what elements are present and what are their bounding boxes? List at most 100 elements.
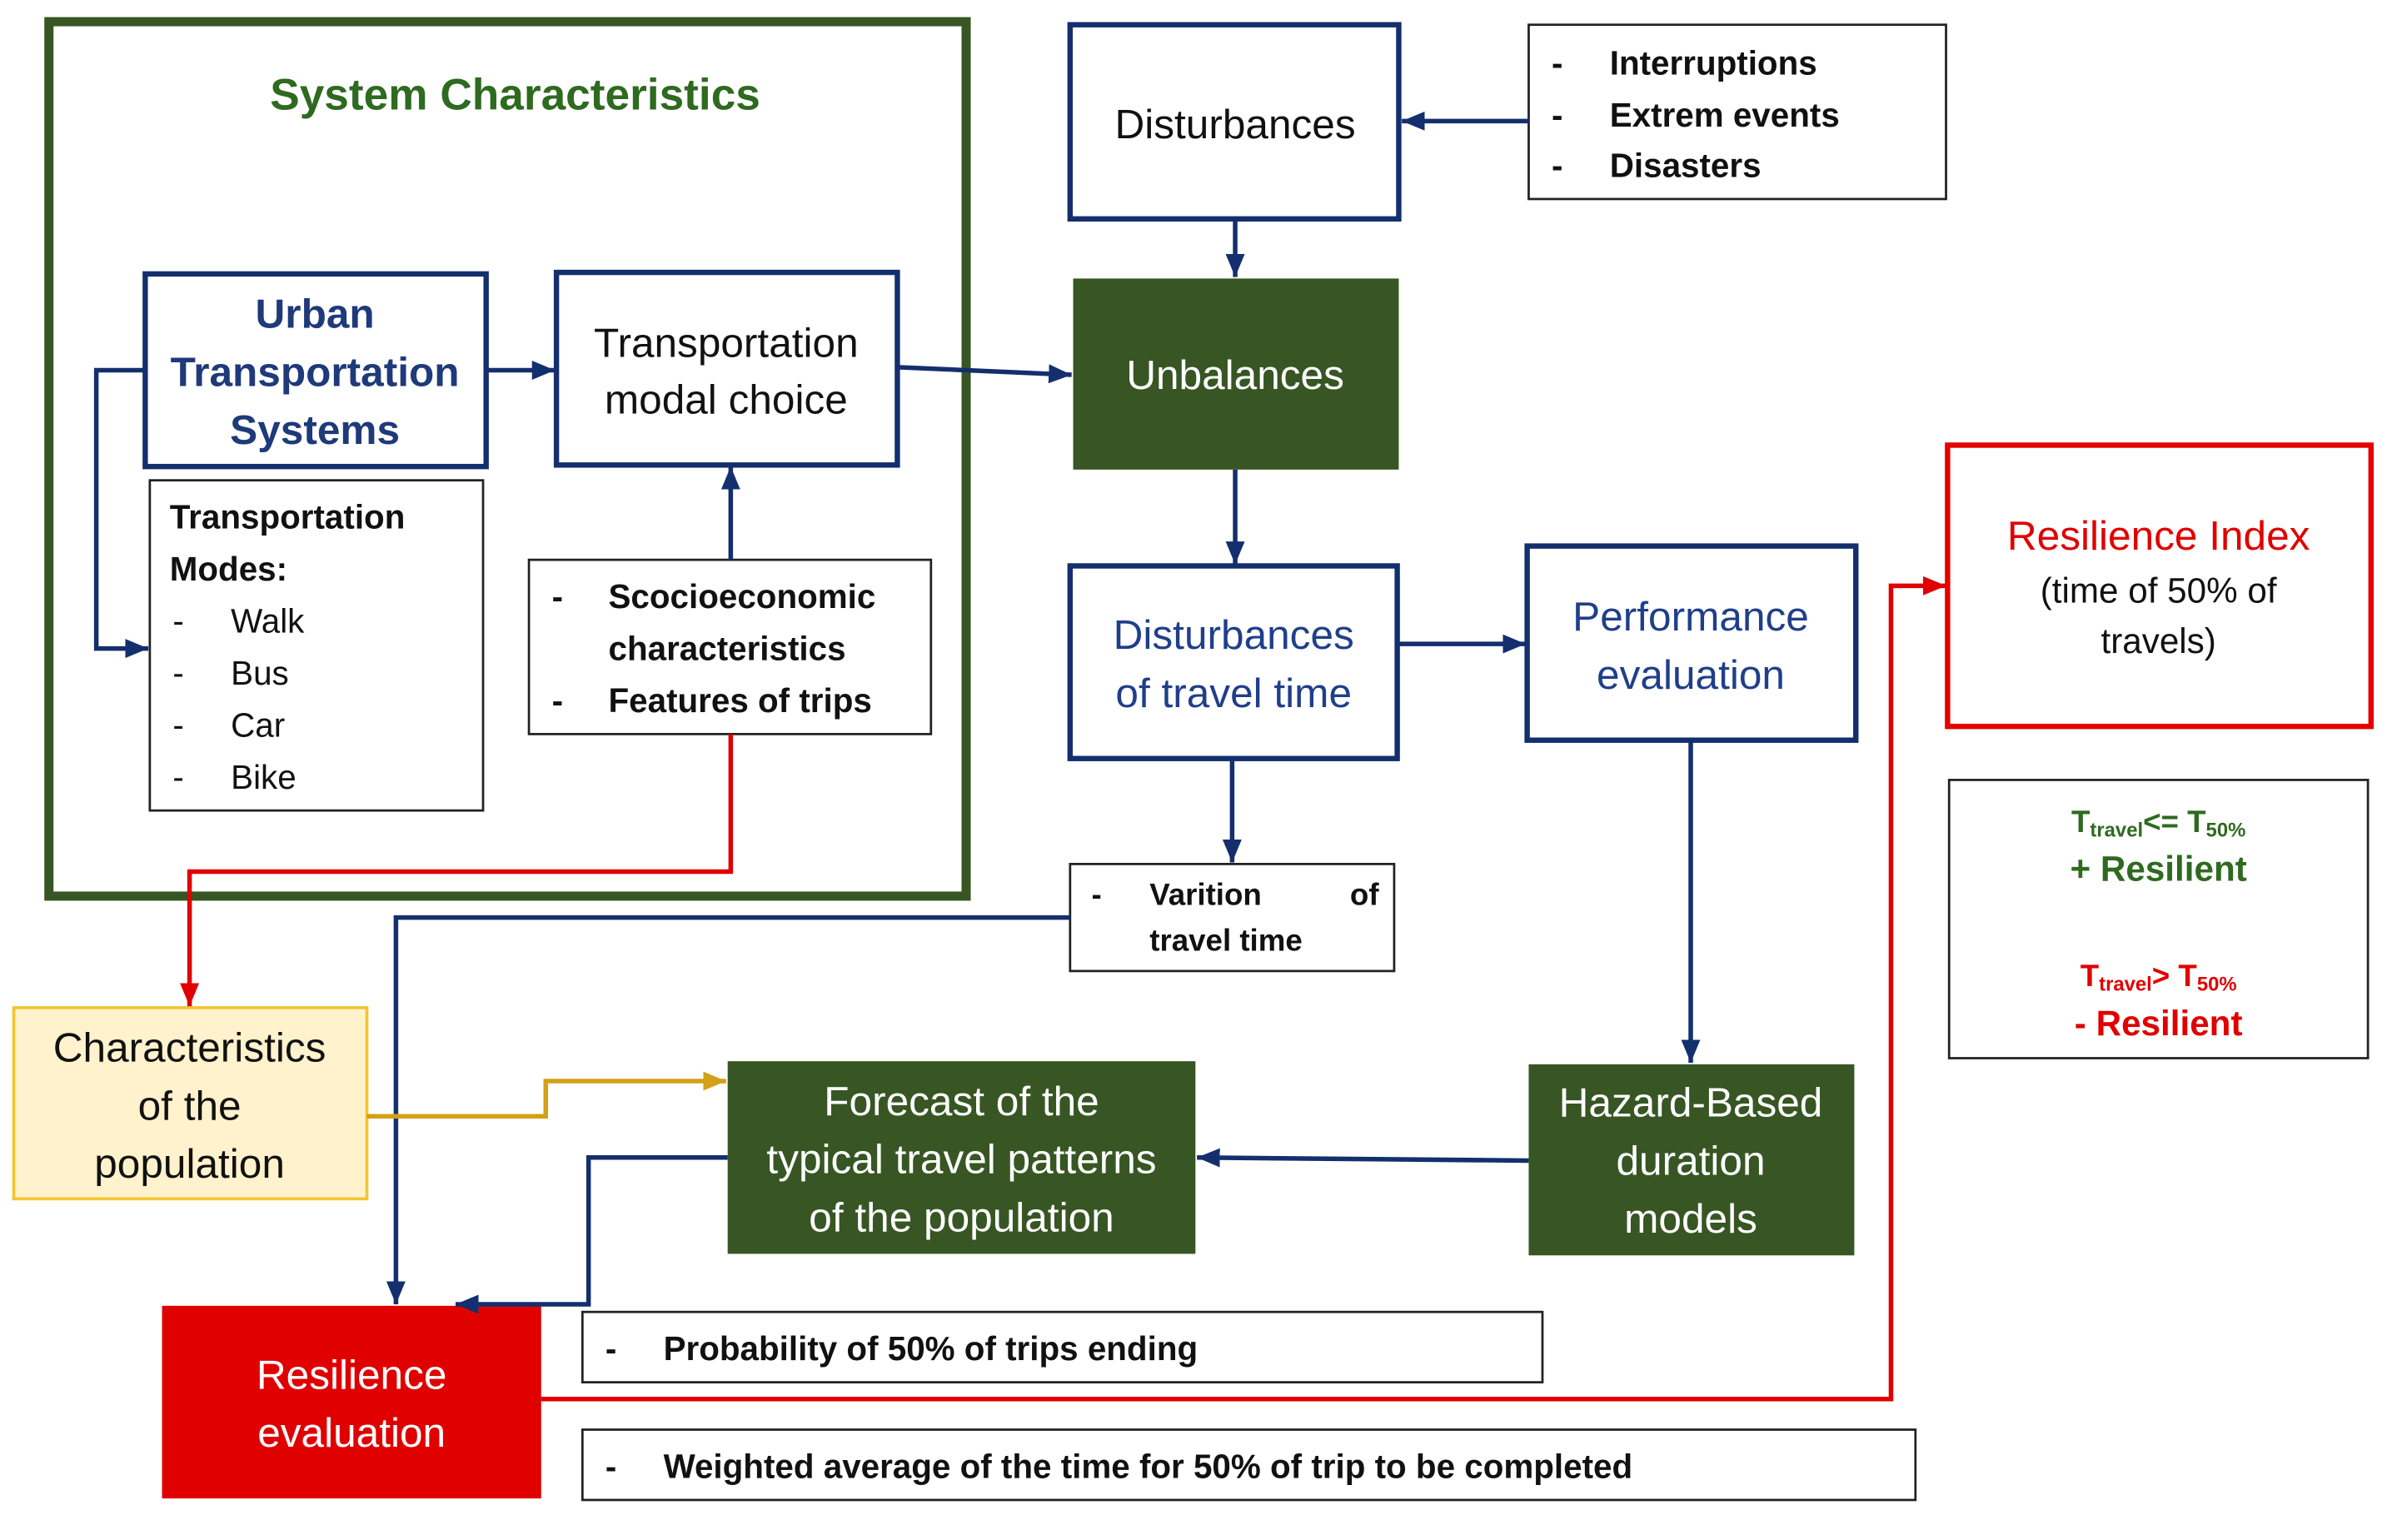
arrow-modal-choice-to-unbalances (897, 364, 1072, 384)
formula-t: T (2081, 959, 2100, 993)
resilience-index-node: Resilience Index (time of 50% of travels… (1945, 442, 2375, 730)
resilience-index-detail: (time of 50% of (2041, 571, 2277, 610)
modal-choice-node: Transportation modal choice (553, 269, 900, 468)
system-characteristics-group: System Characteristics (44, 17, 971, 901)
modal-choice-box (553, 269, 900, 468)
forecast-line: of the population (809, 1194, 1114, 1240)
arrow-hazard-to-forecast (1197, 1148, 1529, 1168)
variation-word: of (1350, 878, 1379, 912)
not-resilient-condition-formula: Ttravel> T50% (2081, 959, 2237, 996)
system-characteristics-frame (44, 17, 971, 901)
urban-transportation-systems-box (142, 271, 489, 470)
resilient-condition-formula: Ttravel<= T50% (2071, 805, 2245, 842)
bullet-dash: - (172, 654, 183, 692)
formula-threshold-subscript: 50% (2206, 819, 2246, 841)
performance-evaluation-line: Performance (1572, 593, 1809, 640)
probability-note-text: Probability of 50% of trips ending (664, 1329, 1198, 1368)
bullet-dash: - (172, 758, 183, 796)
trip-factor-socioeconomic: characteristics (609, 630, 846, 668)
formula-t-subscript: travel (2099, 974, 2152, 996)
hazard-models-line: models (1624, 1195, 1757, 1242)
population-characteristics-line: of the (138, 1082, 242, 1129)
hazard-models-node: Hazard-Based duration models (1528, 1064, 1855, 1256)
performance-evaluation-line: evaluation (1597, 651, 1785, 698)
trip-factors-node: - Scocioeconomic characteristics - Featu… (527, 558, 933, 735)
resilience-evaluation-box (162, 1305, 541, 1499)
disturbance-sources-box (1527, 23, 1947, 201)
resilience-evaluation-line: evaluation (257, 1409, 446, 1456)
resilience-criteria-box (1947, 779, 2370, 1059)
bullet-dash: - (1552, 96, 1562, 134)
unbalances-node: Unbalances (1073, 278, 1399, 470)
travel-pattern-forecast-box (727, 1061, 1196, 1254)
unbalances-label: Unbalances (1126, 351, 1344, 398)
bullet-dash: - (605, 1448, 616, 1486)
resilient-positive-label: + Resilient (2071, 849, 2247, 888)
bullet-dash: - (1552, 147, 1562, 185)
trip-factor-socioeconomic: Scocioeconomic (609, 577, 876, 616)
urban-transportation-systems-node: Urban Transportation Systems (142, 271, 489, 470)
probability-note-node: - Probability of 50% of trips ending (581, 1310, 1544, 1383)
bullet-dash: - (552, 681, 563, 720)
urban-transportation-line: Urban (256, 291, 375, 337)
unbalances-box (1073, 278, 1399, 470)
travel-pattern-forecast-node: Forecast of the typical travel patterns … (727, 1061, 1196, 1254)
urban-transportation-line: Transportation (171, 348, 460, 395)
disturbance-sources-node: - Interruptions - Extrem events - Disast… (1527, 23, 1947, 201)
variation-word: Varition (1149, 878, 1262, 912)
arrow-urban-to-modes (93, 367, 149, 659)
arrow-variation-to-resilience-evaluation (386, 915, 1070, 1304)
forecast-line: Forecast of the (824, 1078, 1099, 1124)
source-disasters: Disasters (1610, 147, 1762, 185)
arrow-resilience-evaluation-to-index (541, 576, 1946, 1402)
population-characteristics-box (12, 1006, 369, 1201)
weighted-average-note-text: Weighted average of the time for 50% of … (664, 1448, 1633, 1486)
resilient-negative-label: - Resilient (2075, 1004, 2243, 1043)
transportation-modes-heading: Modes: (170, 550, 287, 588)
modal-choice-line: Transportation (594, 319, 859, 366)
hazard-models-line: duration (1616, 1137, 1765, 1184)
hazard-models-line: Hazard-Based (1559, 1079, 1823, 1126)
trip-factor-features: Features of trips (609, 681, 872, 720)
variation-line-2: travel time (1149, 924, 1303, 958)
forecast-line: typical travel patterns (766, 1136, 1156, 1183)
population-characteristics-node: Characteristics of the population (12, 1006, 369, 1201)
mode-item-bike: Bike (231, 758, 297, 796)
mode-item-walk: Walk (231, 602, 305, 640)
resilience-index-detail: travels) (2100, 621, 2215, 660)
resilience-criteria-node: Ttravel<= T50% + Resilient Ttravel> T50%… (1947, 779, 2370, 1059)
performance-evaluation-box (1524, 543, 1859, 743)
formula-operator-t: > T (2152, 959, 2198, 993)
modal-choice-line: modal choice (605, 376, 848, 422)
travel-time-disturbances-node: Disturbances of travel time (1067, 563, 1400, 761)
formula-t-subscript: travel (2090, 819, 2143, 841)
mode-item-bus: Bus (231, 654, 289, 692)
resilience-evaluation-node: Resilience evaluation (162, 1305, 541, 1499)
mode-item-car: Car (231, 705, 285, 744)
weighted-average-note-box (581, 1428, 1917, 1502)
transportation-modes-heading: Transportation (170, 498, 406, 536)
system-characteristics-title: System Characteristics (270, 71, 760, 120)
disturbances-node: Disturbances (1067, 22, 1402, 222)
disturbances-label: Disturbances (1114, 101, 1355, 147)
travel-time-variation-node: - Varition of travel time (1069, 863, 1396, 973)
formula-t: T (2071, 805, 2091, 839)
travel-time-disturbances-box (1067, 563, 1400, 761)
weighted-average-note-node: - Weighted average of the time for 50% o… (581, 1428, 1917, 1502)
bullet-dash: - (605, 1329, 616, 1368)
travel-time-disturbances-line: Disturbances (1114, 611, 1354, 658)
formula-operator-t: <= T (2143, 805, 2206, 839)
arrow-population-to-forecast (366, 1071, 726, 1119)
performance-evaluation-node: Performance evaluation (1524, 543, 1859, 743)
urban-transportation-line: Systems (230, 406, 400, 453)
travel-time-disturbances-line: of travel time (1115, 670, 1352, 716)
population-characteristics-line: Characteristics (53, 1024, 326, 1071)
probability-note-box (581, 1310, 1544, 1383)
formula-threshold-subscript: 50% (2197, 974, 2237, 996)
source-extreme-events: Extrem events (1610, 96, 1840, 134)
travel-time-variation-box (1069, 863, 1396, 973)
bullet-dash: - (1092, 878, 1102, 912)
bullet-dash: - (552, 577, 563, 616)
source-interruptions: Interruptions (1610, 44, 1817, 82)
